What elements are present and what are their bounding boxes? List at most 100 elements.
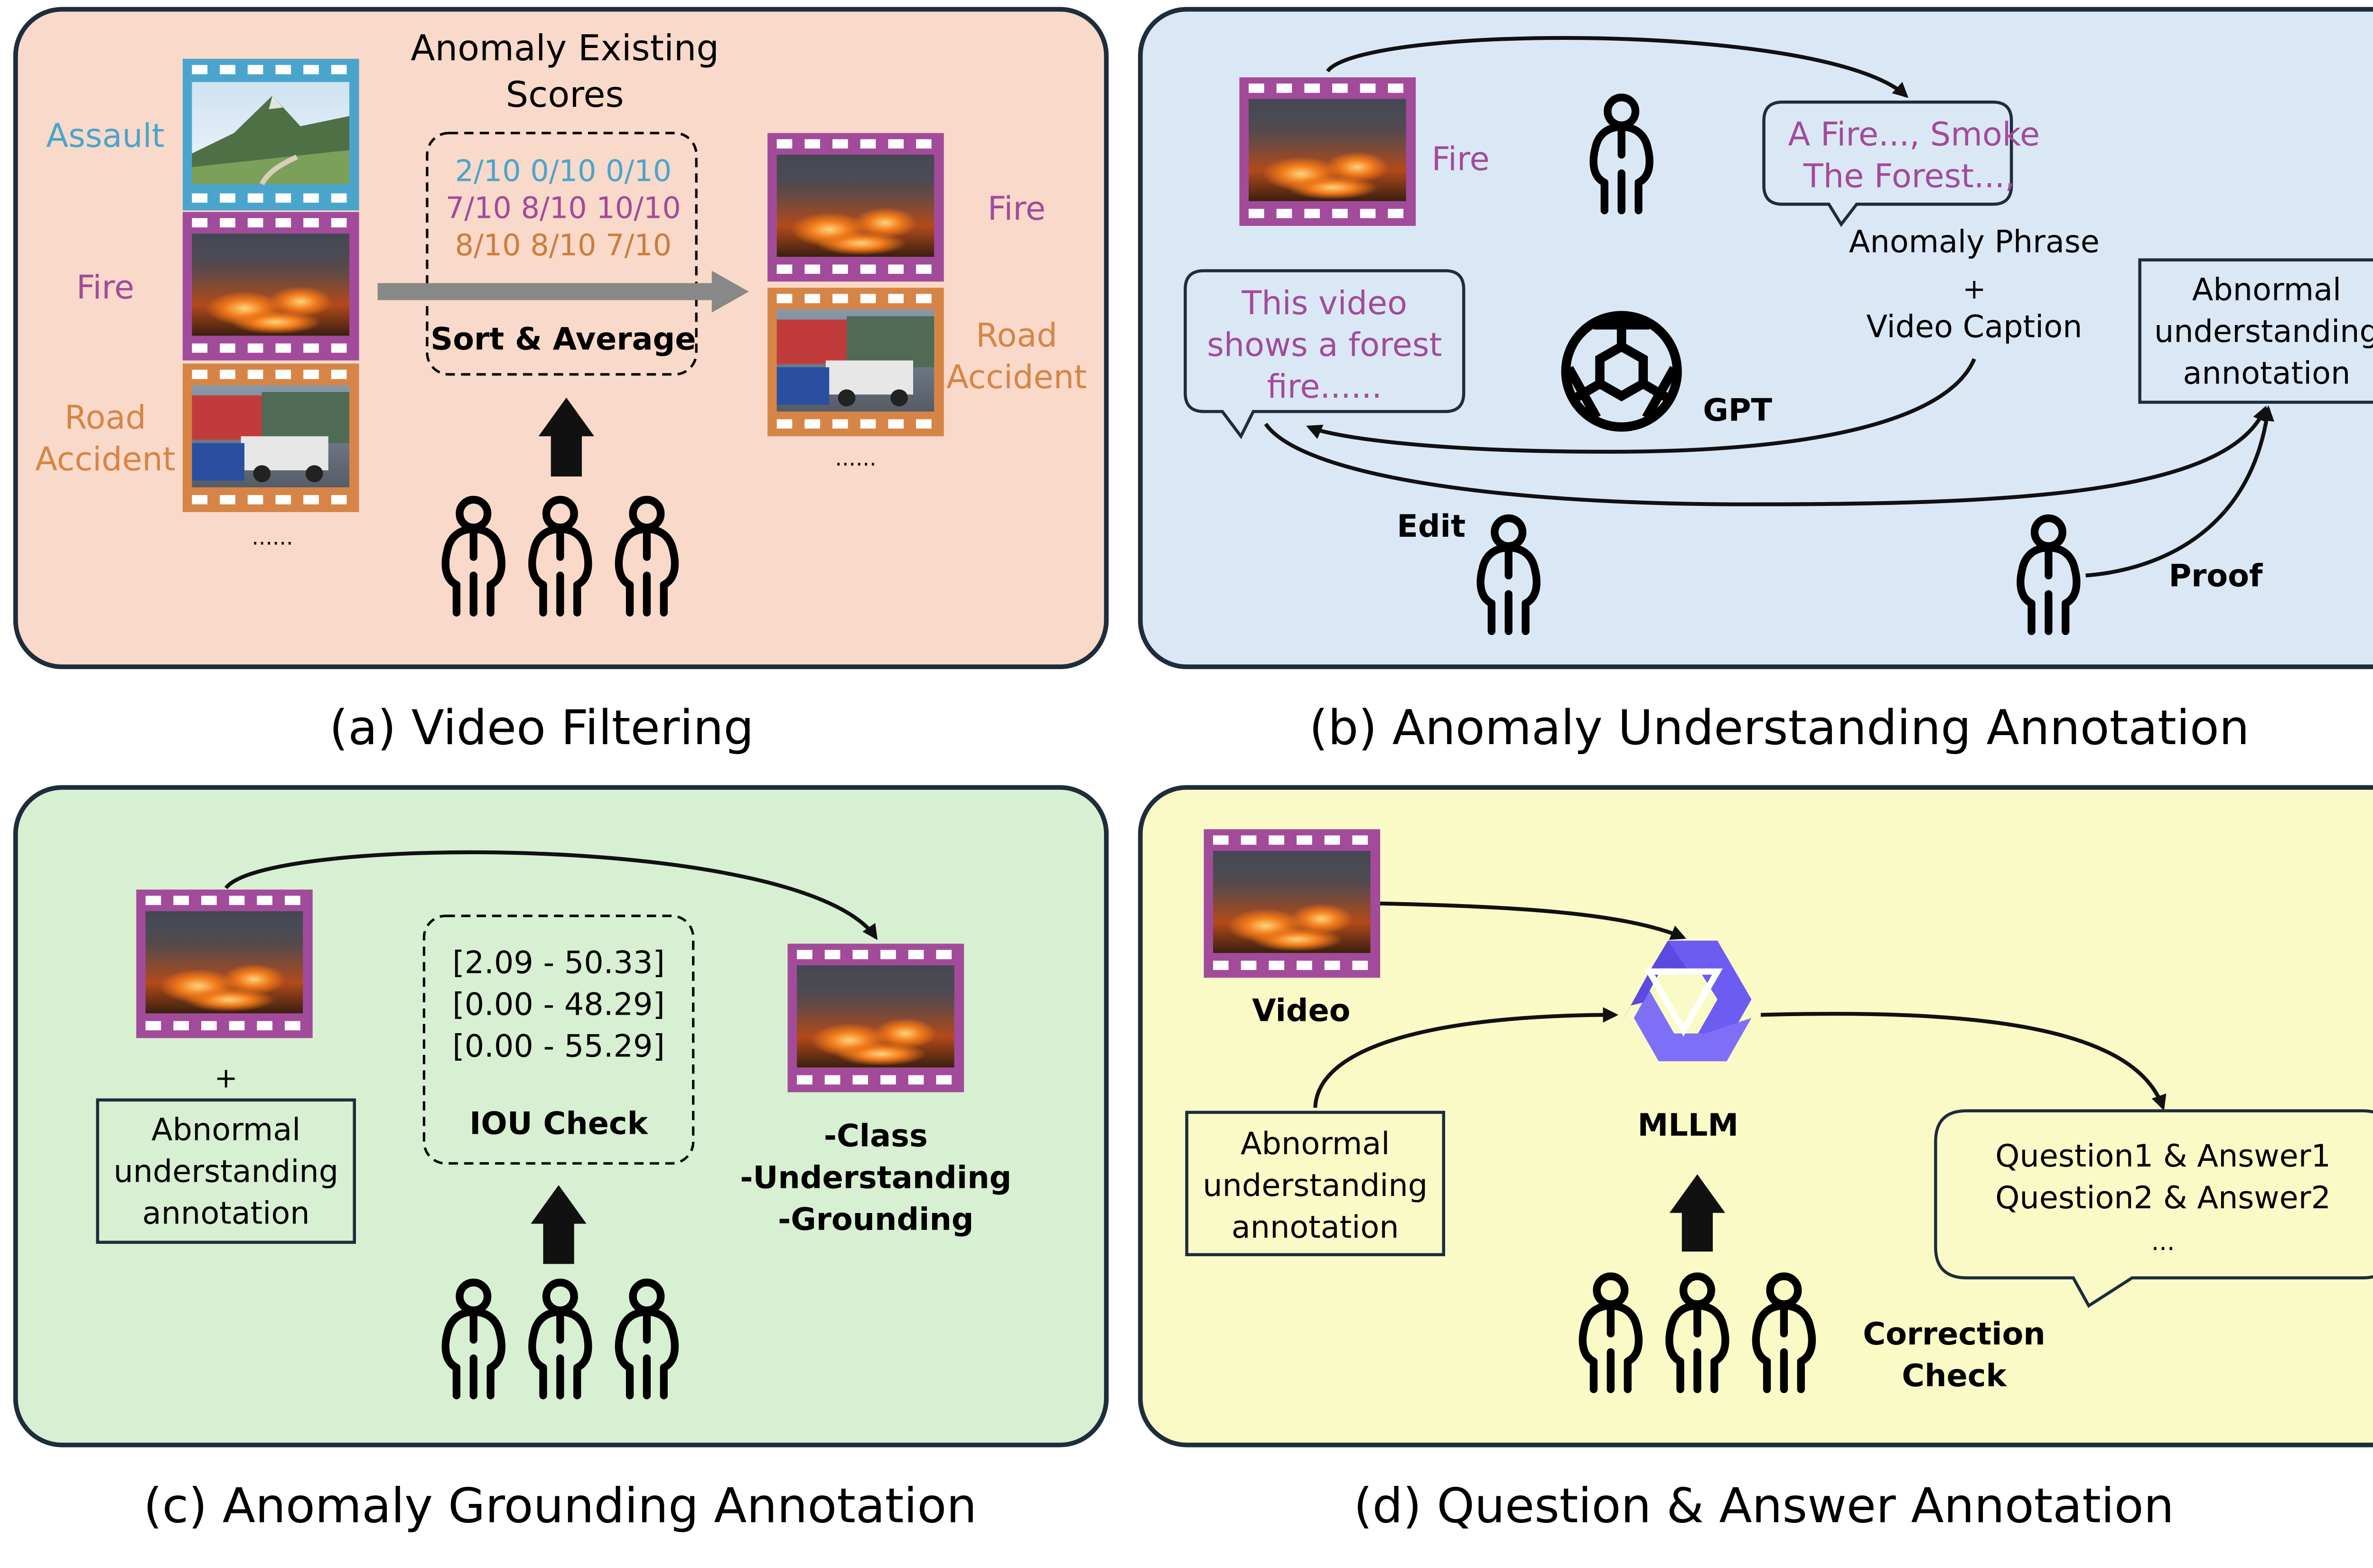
qa-bubble: Question1 & Answer1 Question2 & Answer2 … [1934,1109,2373,1308]
scores-box [426,131,698,376]
arrow-caption-to-gpt [1306,358,1976,454]
caption-text-1: This video [1241,284,1407,322]
abnormal-annotation-box-b: Abnormal understanding annotation [2138,258,2373,404]
output-class: -Class [824,1118,928,1154]
fire-thumbnail [192,233,350,336]
fire-thumbnail [145,911,303,1014]
scores-title-1: Anomaly Existing [411,27,719,69]
panel-video-filtering: Assault Fire Road Accident ...... Anomal… [13,7,1109,756]
score-row-road: 8/10 8/10 7/10 [455,228,672,262]
film-strip-assault [182,58,359,211]
abnormal-text-1: Abnormal [151,1112,300,1148]
panel-anomaly-grounding: + Abnormal understanding annotation [2.0… [13,785,1109,1534]
arrow-video-to-mllm [1380,901,1687,940]
film-strip-fire-d [1204,829,1381,978]
mllm-label: MLLM [1637,1107,1738,1143]
fire-thumbnail [797,965,954,1068]
iou-box [422,915,695,1165]
caption-text-2: shows a forest [1207,326,1442,364]
arrow-edit-to-proof [1264,405,2268,506]
phrase-text-2: The Forest..., [1803,157,2015,195]
abnormal-text-3: annotation [2183,355,2351,391]
anomaly-phrase-label: Anomaly Phrase [1849,224,2100,260]
sort-arrow [377,271,749,313]
range-2: [0.00 - 48.29] [452,986,665,1022]
film-strip-fire-c-input [136,889,313,1038]
up-arrow-a [538,397,595,477]
correction-label-2: Check [1902,1358,2007,1394]
video-caption-label: Video Caption [1866,309,2082,345]
arrow-annotation-to-mllm [1313,1007,1619,1108]
label-fire-right: Fire [988,190,1046,228]
gpt-label: GPT [1703,392,1772,429]
label-fire-b: Fire [1432,140,1490,178]
range-1: [2.09 - 50.33] [452,944,665,980]
sort-average-label: Sort & Average [430,321,696,357]
anomaly-phrase-bubble: A Fire..., Smoke The Forest..., [1762,100,2040,227]
film-strip-fire-c-output [787,943,964,1092]
ellipsis-left: ...... [252,524,293,550]
label-road-right-1: Road [976,317,1057,355]
label-road-right-2: Accident [946,358,1087,396]
abnormal-text-2: understanding [2154,313,2373,349]
film-strip-fire-b [1239,77,1416,226]
abnormal-text-3: annotation [142,1195,310,1232]
caption-bubble: This video shows a forest fire...... [1184,269,1466,439]
panel-b-background [1138,7,2373,669]
panel-c-caption: (c) Anomaly Grounding Annotation [143,1478,977,1534]
film-strip-road-sorted [767,288,944,437]
panel-question-answer: Video Abnormal understanding annotation … [1138,785,2373,1534]
scores-title-2: Scores [506,74,624,115]
video-label: Video [1252,993,1350,1029]
road-accident-thumbnail [192,385,350,487]
qa-line-1: Question1 & Answer1 [1995,1138,2331,1174]
output-grounding: -Grounding [778,1202,973,1238]
label-road-left-1: Road [65,399,146,437]
proof-label: Proof [2168,558,2262,594]
mllm-icon [1615,941,1752,1062]
panel-a-caption: (a) Video Filtering [329,700,754,756]
abnormal-text-3: annotation [1232,1209,1399,1245]
plus-b: + [1962,273,1986,305]
iou-check-label: IOU Check [469,1105,648,1141]
arrow-mllm-to-qa [1760,1012,2167,1111]
output-understanding: -Understanding [740,1160,1011,1196]
gpt-icon [1561,311,1682,432]
film-strip-fire-sorted [767,133,944,282]
fire-thumbnail [1248,99,1406,201]
qa-line-2: Question2 & Answer2 [1995,1180,2331,1216]
abnormal-text-2: understanding [1203,1167,1428,1204]
abnormal-text-1: Abnormal [2192,271,2341,308]
label-road-left-2: Accident [35,440,176,478]
range-3: [0.00 - 55.29] [452,1028,665,1064]
qa-line-3: ... [2151,1228,2175,1256]
correction-label-1: Correction [1863,1316,2045,1352]
abnormal-text-2: understanding [113,1154,338,1190]
score-row-assault: 2/10 0/10 0/10 [455,154,672,188]
up-arrow-d [1669,1174,1726,1252]
fire-thumbnail [1213,850,1371,953]
panel-b-caption: (b) Anomaly Understanding Annotation [1309,700,2250,756]
road-accident-thumbnail [776,309,934,412]
abnormal-annotation-box-c: Abnormal understanding annotation [96,1098,356,1244]
label-fire-left: Fire [76,269,134,307]
fire-thumbnail [776,154,934,257]
film-strip-fire [182,212,359,361]
up-arrow-c [531,1185,587,1264]
arrow-video-to-phrase [1326,36,1909,98]
panel-d-caption: (d) Question & Answer Annotation [1354,1478,2174,1534]
mountain-thumbnail [192,82,349,184]
arrow-input-to-output [224,850,878,940]
ellipsis-right: ...... [835,446,876,471]
label-assault: Assault [46,117,164,155]
panel-d-background [1138,785,2373,1447]
phrase-text-1: A Fire..., Smoke [1788,115,2040,153]
panel-anomaly-understanding: Fire A Fire..., Smoke The Forest..., Ano… [1138,7,2373,756]
score-row-fire: 7/10 8/10 10/10 [446,191,681,225]
caption-text-3: fire...... [1267,368,1382,406]
plus-c: + [215,1062,238,1094]
edit-label: Edit [1397,508,1466,544]
film-strip-road-accident [182,364,359,513]
